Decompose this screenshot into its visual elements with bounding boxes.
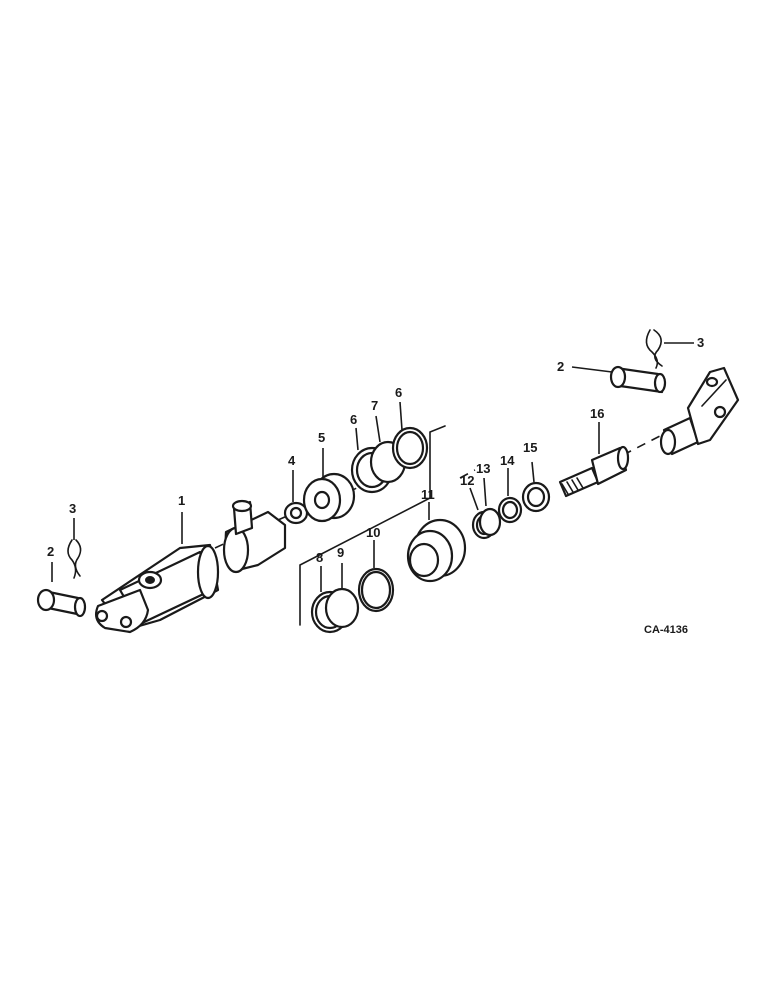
callout-13: 13 (476, 461, 490, 476)
seal-kit-bracket (299, 425, 446, 626)
callout-16: 16 (590, 406, 604, 421)
callout-12: 12 (460, 473, 474, 488)
callout-15: 15 (523, 440, 537, 455)
bushing (406, 518, 467, 583)
clevis-pin-left (36, 588, 87, 618)
callout-3-right: 3 (697, 335, 704, 350)
callout-5: 5 (318, 430, 325, 445)
figure-code: CA-4136 (644, 624, 688, 636)
clevis-pin-right (609, 365, 667, 394)
callout-8: 8 (316, 550, 323, 565)
rod-nut (521, 481, 551, 513)
hair-pin-clip-right (645, 329, 663, 369)
callout-1: 1 (178, 493, 185, 508)
piston (302, 472, 356, 523)
callout-11: 11 (421, 487, 435, 502)
washer (497, 496, 523, 524)
callout-3-left: 3 (69, 501, 76, 516)
piston-rings (350, 426, 429, 494)
rod-rings (471, 507, 502, 540)
callout-7: 7 (371, 398, 378, 413)
hair-pin-clip-left (67, 539, 82, 579)
o-ring (357, 567, 395, 613)
callout-14: 14 (500, 453, 515, 468)
cylinder-head-gland (222, 499, 287, 574)
callout-10: 10 (366, 525, 380, 540)
callout-9: 9 (337, 545, 344, 560)
callout-6-a: 6 (350, 412, 357, 427)
rod-seals (310, 587, 360, 634)
threaded-rod (558, 445, 630, 498)
callout-2-left: 2 (47, 544, 54, 559)
cylinder-barrel (95, 543, 220, 634)
piston-rod-clevis (659, 366, 740, 456)
callout-2-right: 2 (557, 359, 564, 374)
callout-4: 4 (288, 453, 296, 468)
callout-6-b: 6 (395, 385, 402, 400)
leader-lines (51, 342, 694, 592)
